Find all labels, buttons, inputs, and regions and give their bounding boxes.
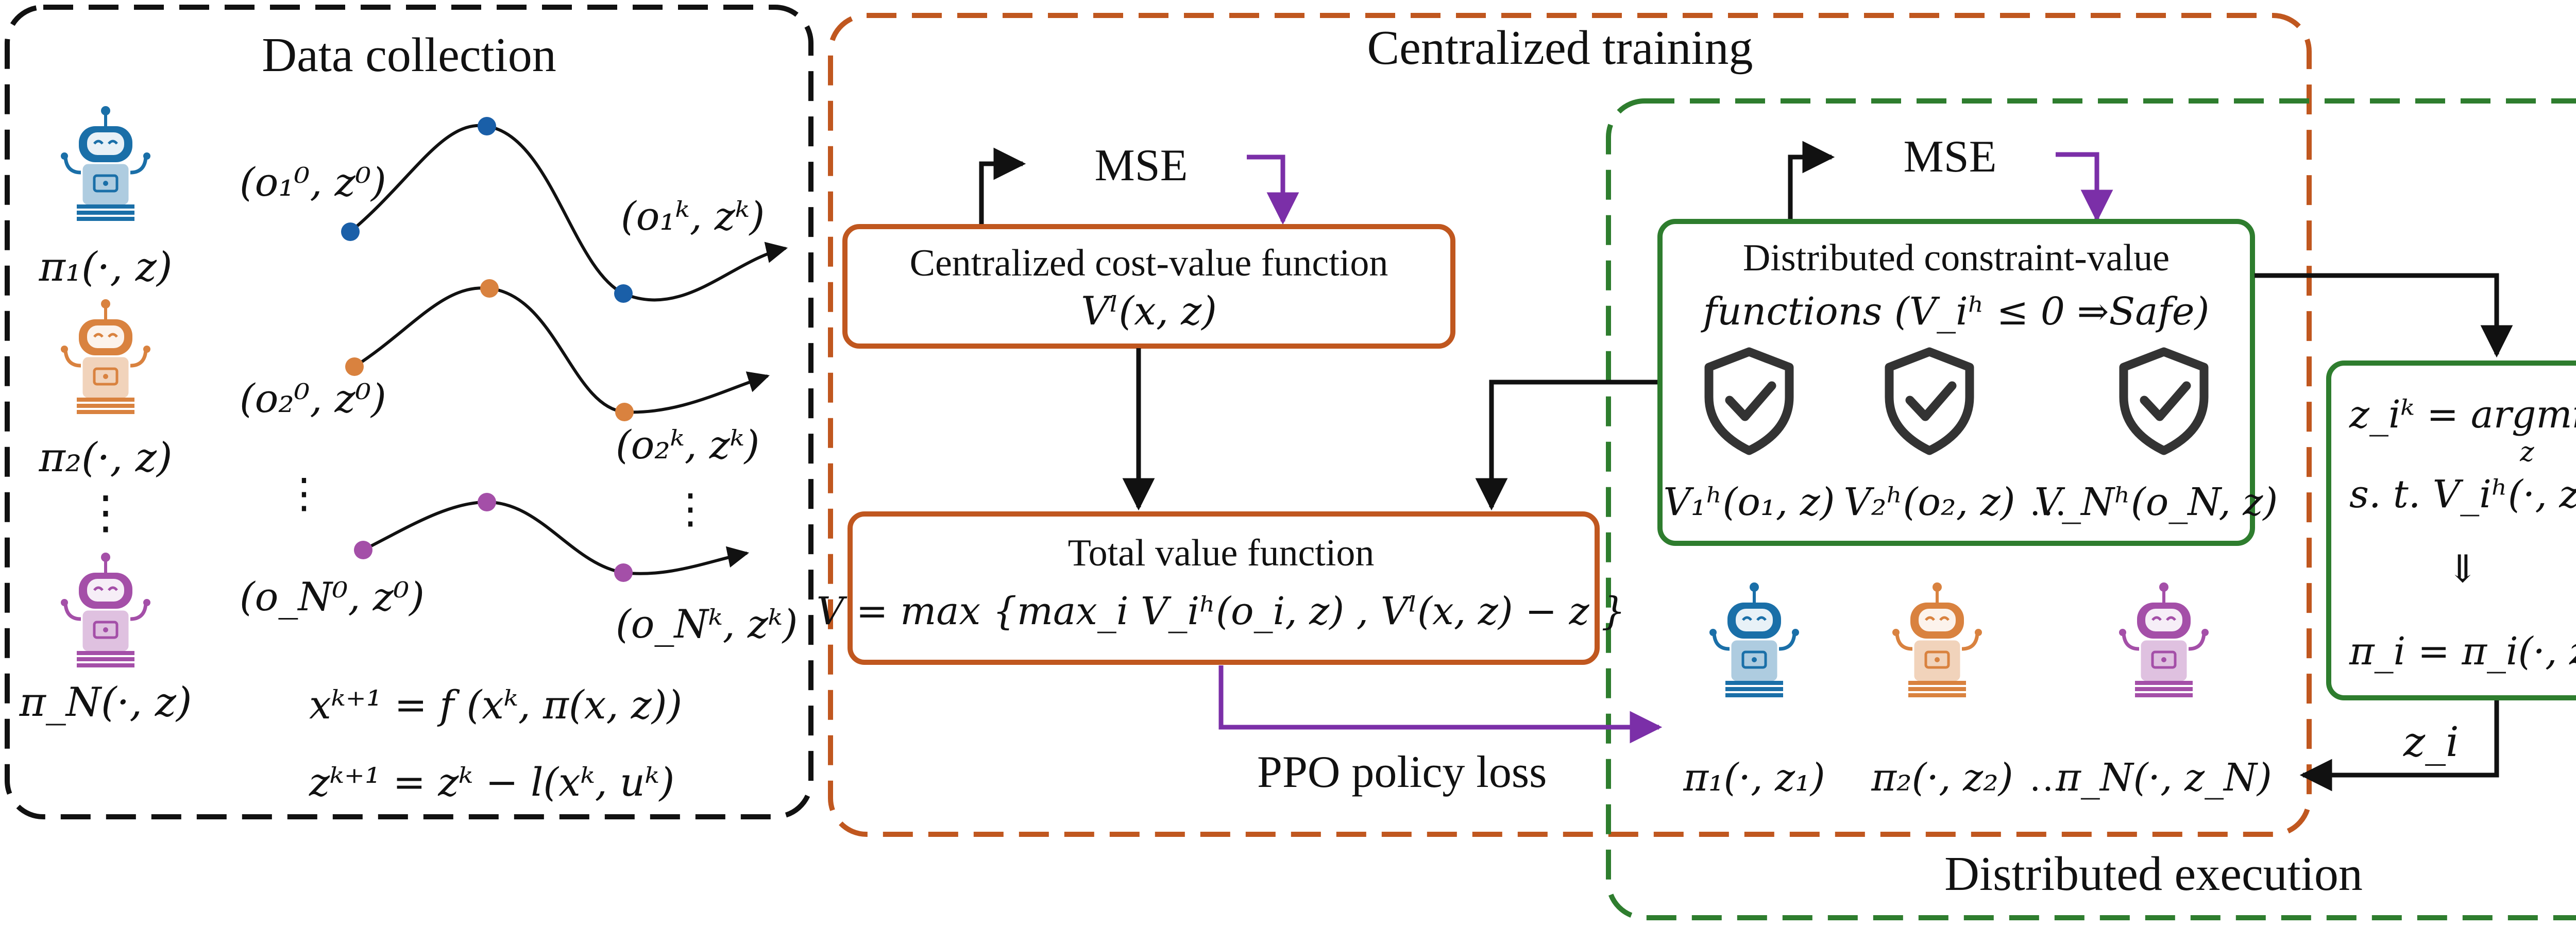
exec-agent-2-policy: π₂(·, z₂) <box>1871 756 2013 800</box>
agent-1-robot-icon <box>61 106 150 221</box>
trajectory-1-mid-node <box>478 117 496 135</box>
trajectory-mid-dots: ⋮ <box>283 471 325 517</box>
distributed-execution-frame <box>1606 98 2576 920</box>
ppo-policy-loss-label: PPO policy loss <box>1257 747 1547 797</box>
constraint-mse-label: MSE <box>1904 132 1997 182</box>
cost-value-function-title: Centralized cost-value function <box>910 242 1388 284</box>
agents-vertical-dots: ⋮ <box>83 488 128 538</box>
constraint-value-title-line1: Distributed constraint-value <box>1743 237 2170 279</box>
agent-2-policy: π₂(·, z) <box>39 435 173 481</box>
trajectory-2 <box>345 279 770 421</box>
centralized-training-title: Centralized training <box>1367 21 1753 75</box>
trajectory-n-start-node <box>354 541 372 559</box>
trajectory-2-mid-node <box>480 279 499 298</box>
trajectory-2-end-label: (o₂ᵏ, zᵏ) <box>616 422 759 468</box>
constraint-value-functions-box <box>1657 219 2255 546</box>
cost-mse-label: MSE <box>1095 141 1188 191</box>
constraint-to-argmin-arrow <box>2255 273 2513 358</box>
trajectory-n-end-node <box>614 563 633 582</box>
constraint-mse-output-arrow <box>2056 152 2113 222</box>
updated-policy-equation: π_i = π_i(·, z_iᵏ) <box>2349 629 2576 674</box>
budget-output-label: z_i <box>2403 718 2459 766</box>
agent-2-robot-icon <box>61 299 150 414</box>
exec-agent-n-policy: π_N(·, z_N) <box>2055 756 2272 800</box>
budget-dynamics-equation: zᵏ⁺¹ = zᵏ − l(xᵏ, uᵏ) <box>309 759 674 805</box>
total-value-function-formula: V = max {max_i V_iʰ(o_i, z) , Vˡ(x, z) −… <box>817 589 1626 633</box>
exec-agent-n-robot-icon <box>2119 582 2209 697</box>
constraint-mse-input-arrow <box>1788 141 1835 222</box>
constraint-2-label: V₂ʰ(o₂, z) <box>1843 480 2015 524</box>
argmin-subscript: z <box>2519 437 2534 468</box>
data-collection-frame <box>5 5 814 819</box>
trajectory-n-end-label: (o_Nᵏ, zᵏ) <box>616 601 798 647</box>
budget-output-arrow <box>2299 700 2499 792</box>
total-value-function-title: Total value function <box>1068 532 1375 574</box>
trajectory-2-end-node <box>615 403 634 421</box>
agent-n-policy: π_N(·, z) <box>19 679 192 726</box>
cost-mse-input-arrow <box>979 147 1026 226</box>
constraint-n-label: V_Nʰ(o_N, z) <box>2035 480 2278 524</box>
trajectory-end-dots: ⋮ <box>670 487 711 532</box>
exec-agent-2-robot-icon <box>1892 582 1982 697</box>
agent-1-policy: π₁(·, z) <box>39 244 173 290</box>
ppo-loss-arrow <box>1218 665 1663 744</box>
argmin-constraint: s. t. V_iʰ(·, z) ≤ 0 <box>2349 472 2576 517</box>
trajectory-n-start-label: (o_N⁰, z⁰) <box>240 574 425 620</box>
cost-value-function-box <box>842 224 1455 349</box>
budget-argmin-box <box>2326 360 2576 700</box>
cost-value-function-formula: Vˡ(x, z) <box>1081 288 1217 334</box>
trajectory-1 <box>341 117 788 303</box>
exec-agent-ellipsis: … <box>2029 757 2067 799</box>
implies-arrow: ⇓ <box>2447 548 2479 591</box>
state-dynamics-equation: xᵏ⁺¹ = f (xᵏ, π(x, z)) <box>309 682 682 728</box>
constraint-1-label: V₁ʰ(o₁, z) <box>1663 480 1835 524</box>
trajectory-1-end-node <box>614 284 633 303</box>
exec-agent-1-policy: π₁(·, z₁) <box>1683 756 1825 800</box>
trajectory-2-start-node <box>345 357 364 376</box>
trajectory-n-mid-node <box>478 493 496 511</box>
argmin-equation: z_iᵏ = argmin z <box>2349 392 2576 437</box>
constraint-ellipsis: … <box>2029 482 2067 524</box>
data-collection-title: Data collection <box>262 28 556 82</box>
trajectory-1-end-label: (o₁ᵏ, zᵏ) <box>621 193 765 239</box>
trajectory-1-start-label: (o₁⁰, z⁰) <box>240 159 386 205</box>
exec-agent-1-robot-icon <box>1709 582 1799 697</box>
distributed-execution-title: Distributed execution <box>1944 847 2363 901</box>
total-value-function-box <box>848 511 1600 665</box>
constraint-to-total-arrow <box>1475 380 1663 511</box>
constraint-value-title-line2: functions (V_iʰ ≤ 0 ⇒Safe) <box>1701 289 2210 334</box>
centralized-training-frame <box>828 13 2312 837</box>
agent-n-robot-icon <box>61 553 150 667</box>
cost-mse-output-arrow <box>1247 154 1299 225</box>
trajectory-n <box>354 493 750 582</box>
trajectory-1-start-node <box>341 222 360 241</box>
trajectory-2-start-label: (o₂⁰, z⁰) <box>240 375 386 421</box>
